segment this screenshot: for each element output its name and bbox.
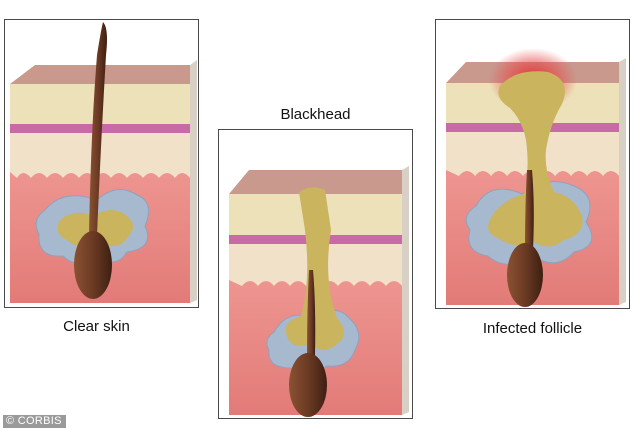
infected-sebum <box>488 71 583 247</box>
hair-bulb <box>289 353 327 417</box>
hair-shaft <box>525 170 534 250</box>
hair-shaft <box>89 22 107 235</box>
hair-bulb <box>74 231 112 299</box>
corbis-watermark: © CORBIS <box>3 415 66 428</box>
panel-infected-follicle <box>435 19 630 309</box>
blackhead-illustration <box>229 166 409 417</box>
cube-side <box>619 58 626 305</box>
caption-infected-follicle: Infected follicle <box>482 320 583 337</box>
panel-blackhead <box>218 129 413 419</box>
hair-bulb <box>507 243 543 307</box>
sebum-plug <box>285 187 344 350</box>
hair-shaft <box>307 270 316 355</box>
cube-side <box>190 60 197 303</box>
caption-blackhead: Blackhead <box>280 106 351 123</box>
caption-clear-skin: Clear skin <box>63 318 130 335</box>
clear-skin-illustration <box>10 22 197 303</box>
panel-clear-skin <box>4 19 199 308</box>
skin-surface <box>229 170 402 194</box>
cube-side <box>402 166 409 415</box>
infected-follicle-illustration <box>446 48 626 307</box>
